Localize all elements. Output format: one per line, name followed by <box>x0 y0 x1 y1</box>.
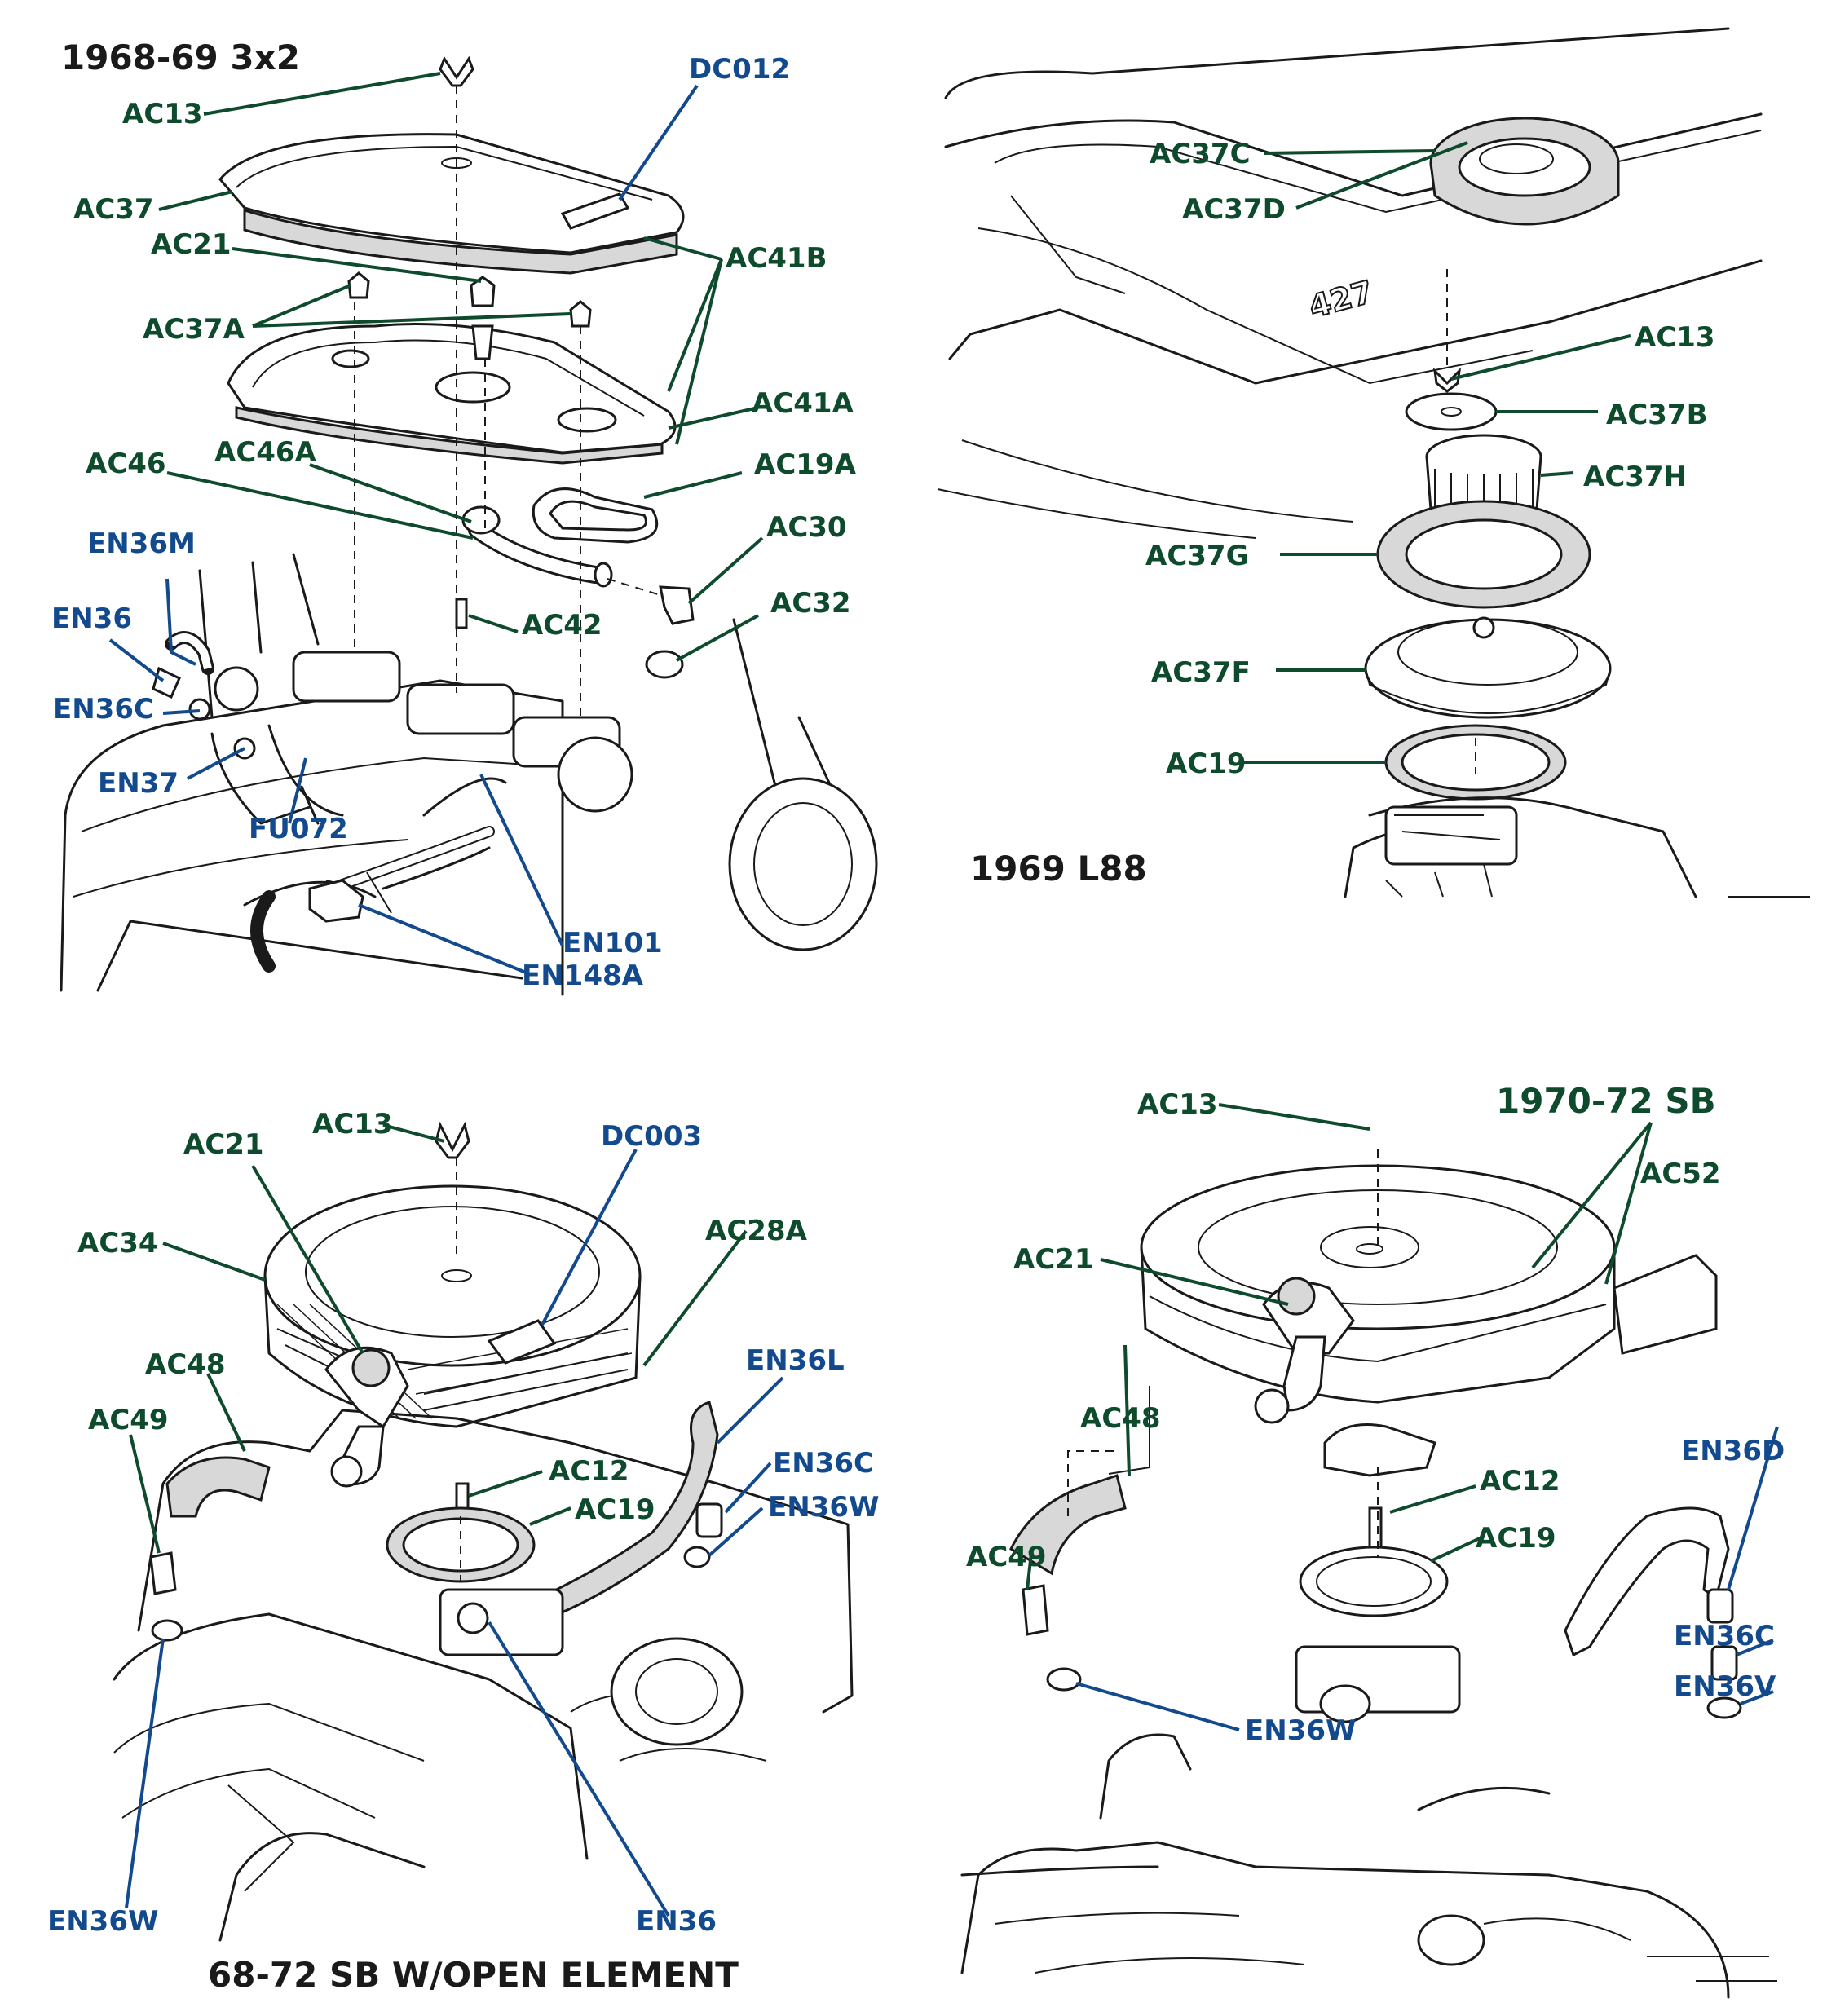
panel-title: 1969 L88 <box>970 849 1147 889</box>
panel-title: 68-72 SB W/OPEN ELEMENT <box>208 1955 739 1995</box>
part-label-en36v: EN36V <box>1674 1670 1776 1703</box>
part-label-en36d: EN36D <box>1681 1435 1785 1467</box>
part-label-ac21: AC21 <box>151 228 232 261</box>
part-label-en148a: EN148A <box>522 959 643 992</box>
part-label-en36w-2: EN36W <box>47 1905 159 1938</box>
closed-gasket <box>1299 1546 1449 1617</box>
panel-68-72-sb-open-element: 68-72 SB W/OPEN ELEMENT AC13 AC21 DC003 … <box>0 1060 913 2016</box>
part-label-ac21: AC21 <box>1013 1243 1094 1276</box>
breather-hose <box>165 1456 271 1518</box>
part-label-ac42: AC42 <box>522 609 602 642</box>
part-label-ac37: AC37 <box>73 193 154 226</box>
carb-front <box>292 651 401 703</box>
panel-1969-l88: 427 <box>913 0 1827 1011</box>
panel-1968-69-3x2: 1968-69 3x2 AC13 DC012 AC37 AC21 AC41B A… <box>0 0 913 1011</box>
part-label-ac32: AC32 <box>770 587 851 620</box>
lid-gasket <box>243 208 678 275</box>
diagram-1970-72-drawing <box>960 1103 1779 1999</box>
part-label-en101: EN101 <box>563 927 663 959</box>
carb-center <box>406 683 515 735</box>
canister <box>557 736 633 813</box>
part-label-ac37b: AC37B <box>1606 399 1708 431</box>
open-decal <box>487 1319 557 1365</box>
part-label-ac13: AC13 <box>1137 1088 1218 1121</box>
wing-nut <box>439 55 474 87</box>
open-air-cleaner-lid <box>263 1184 642 1367</box>
part-label-en36w: EN36W <box>768 1491 880 1524</box>
part-label-ac52: AC52 <box>1640 1158 1721 1190</box>
part-label-ac37f: AC37F <box>1151 656 1251 689</box>
part-label-ac49: AC49 <box>88 1404 169 1436</box>
alternator <box>728 777 878 951</box>
open-wing-nut <box>435 1121 470 1159</box>
part-label-en36: EN36 <box>51 602 132 635</box>
part-label-ac12: AC12 <box>1480 1465 1560 1498</box>
part-label-ac19: AC19 <box>1166 748 1247 780</box>
diagram-l88-drawing: 427 <box>937 27 1810 898</box>
diagram-open-element-drawing <box>113 1121 854 1942</box>
part-label-ac30: AC30 <box>766 511 847 544</box>
part-label-en36c: EN36C <box>53 693 154 726</box>
part-label-ac37g: AC37G <box>1145 540 1249 572</box>
part-label-fu072: FU072 <box>249 813 348 845</box>
part-label-ac37d: AC37D <box>1182 193 1286 226</box>
part-label-ac12: AC12 <box>549 1455 629 1488</box>
closed-pcv-hose <box>1564 1506 1730 1657</box>
part-label-ac34: AC34 <box>77 1227 158 1259</box>
part-label-ac37c: AC37C <box>1150 138 1251 170</box>
part-label-ac13: AC13 <box>1635 321 1715 354</box>
part-label-en36m: EN36M <box>87 527 196 560</box>
part-label-en37: EN37 <box>98 767 179 800</box>
part-label-ac37h: AC37H <box>1583 461 1688 493</box>
part-label-ac13: AC13 <box>122 98 203 130</box>
part-label-ac19: AC19 <box>575 1493 655 1526</box>
open-element-alternator <box>610 1637 744 1746</box>
part-label-ac41b: AC41B <box>726 242 827 275</box>
part-label-ac46a: AC46A <box>214 436 316 469</box>
part-label-ac37a: AC37A <box>143 313 245 346</box>
snorkel <box>1613 1254 1718 1355</box>
part-label-en36c: EN36C <box>773 1447 874 1480</box>
part-label-ac41a: AC41A <box>752 387 854 420</box>
closed-breather-hose <box>1009 1474 1127 1576</box>
part-label-ac49: AC49 <box>966 1541 1047 1573</box>
part-label-ac21: AC21 <box>183 1128 264 1161</box>
panel-1970-72-sb: 1970-72 SB AC13 AC52 AC21 AC48 EN36D AC1… <box>913 1060 1827 2016</box>
part-label-ac28a: AC28A <box>705 1215 807 1247</box>
part-label-en36l: EN36L <box>746 1344 845 1377</box>
part-label-en36c: EN36C <box>1674 1620 1775 1652</box>
hood-emblem-427: 427 <box>1305 274 1377 325</box>
diagram-3x2-drawing <box>60 55 878 996</box>
part-label-dc012: DC012 <box>689 53 791 86</box>
l88-wing-nut <box>1432 367 1462 393</box>
panel-title: 1970-72 SB <box>1496 1081 1716 1121</box>
part-label-dc003: DC003 <box>601 1120 703 1153</box>
decal <box>560 192 630 230</box>
part-label-ac13: AC13 <box>312 1108 393 1140</box>
part-label-ac46: AC46 <box>86 448 166 480</box>
part-label-en36w: EN36W <box>1245 1714 1357 1747</box>
panel-title: 1968-69 3x2 <box>61 37 300 77</box>
washer <box>1405 392 1498 431</box>
part-label-ac48: AC48 <box>145 1348 226 1381</box>
part-label-en36: EN36 <box>636 1905 717 1938</box>
part-label-ac19: AC19 <box>1476 1522 1556 1555</box>
part-label-ac19a: AC19A <box>754 448 856 481</box>
closed-adapter <box>1323 1423 1436 1477</box>
part-label-ac48: AC48 <box>1080 1402 1161 1435</box>
base-gasket <box>235 406 664 465</box>
